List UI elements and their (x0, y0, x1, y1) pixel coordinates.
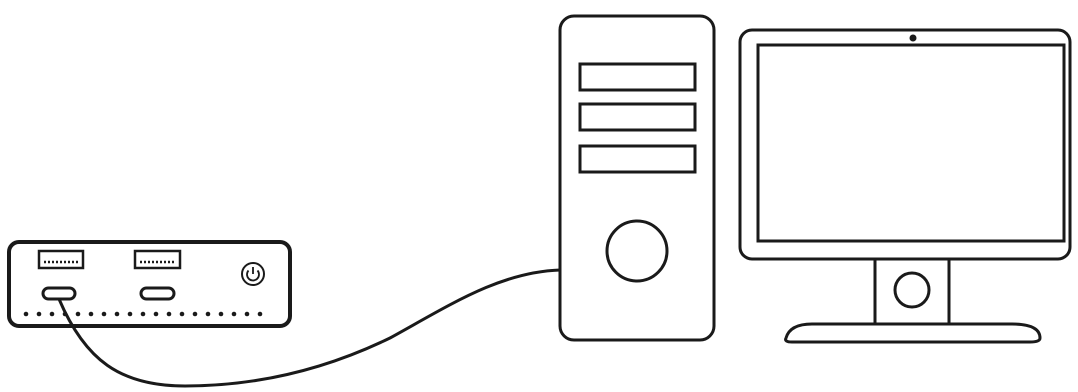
drive-bay-2 (580, 104, 695, 130)
usb-c-port-right (141, 288, 174, 299)
monitor-icon (740, 30, 1070, 342)
monitor-bezel (740, 30, 1070, 259)
drive-bay-3 (580, 146, 695, 172)
monitor-screen (758, 45, 1064, 241)
power-button-icon (242, 263, 264, 285)
vent-dots (24, 312, 263, 317)
desktop-tower-icon (560, 16, 714, 340)
usb-a-port-right (135, 251, 180, 268)
drive-bay-1 (580, 64, 695, 90)
webcam-icon (910, 35, 917, 42)
usb-a-port-left (39, 251, 83, 268)
usb-hub-icon (9, 242, 290, 326)
monitor-neck (875, 259, 949, 324)
stand-button (895, 273, 929, 307)
tower-power-button (607, 221, 667, 281)
usb-c-port-left (43, 288, 75, 299)
monitor-base (786, 324, 1040, 342)
